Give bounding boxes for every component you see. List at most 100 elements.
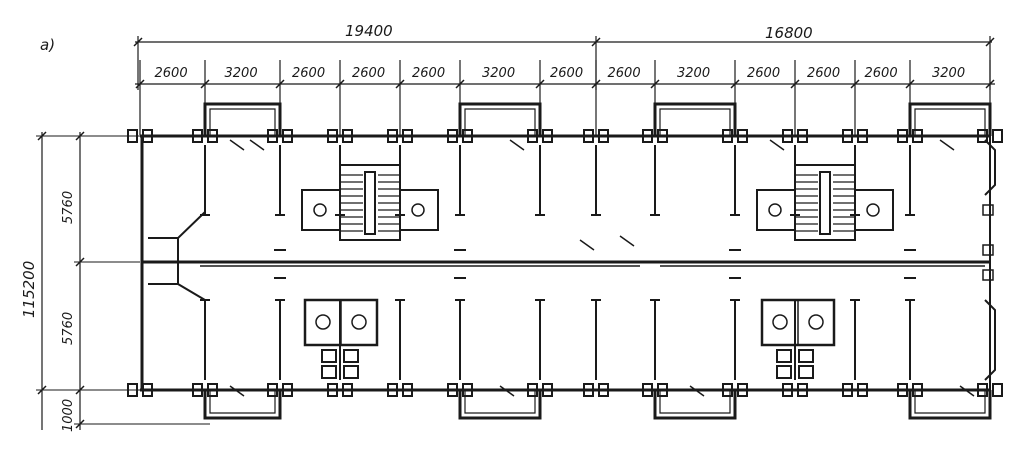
door-swing <box>619 235 635 247</box>
column-mark <box>797 129 808 143</box>
column-mark <box>657 129 668 143</box>
column-mark <box>797 383 808 397</box>
column-mark <box>583 129 594 143</box>
column-mark <box>977 129 988 143</box>
door-swing <box>579 239 595 251</box>
column-mark <box>527 383 538 397</box>
dim-left-lower: 5760 <box>61 312 76 345</box>
column-mark <box>737 383 748 397</box>
column-mark <box>387 129 398 143</box>
dim-tick <box>790 79 800 89</box>
loggia-top-inner <box>659 108 731 136</box>
dim-tick <box>135 79 145 89</box>
column-mark <box>327 129 338 143</box>
loggia-top <box>653 102 737 136</box>
dim-total-right: 16800 <box>765 24 813 42</box>
column-mark <box>327 383 338 397</box>
door-swing <box>769 139 785 151</box>
column-mark <box>387 383 398 397</box>
bay-dimension-label: 2600 <box>550 66 583 81</box>
loggia-bottom-inner <box>659 390 731 414</box>
door-swing <box>689 385 705 397</box>
dim-left-upper: 5760 <box>61 191 76 224</box>
column-mark <box>842 129 853 143</box>
dim-tick <box>455 79 465 89</box>
column-mark <box>192 129 203 143</box>
column-mark <box>282 129 293 143</box>
bay-dimension-label: 2600 <box>865 66 898 81</box>
stair-core-left <box>301 164 439 241</box>
loggia-bottom-inner <box>209 390 276 414</box>
balconies <box>203 102 992 420</box>
dim-tick <box>275 79 285 89</box>
dim-tick <box>650 79 660 89</box>
loggia-bottom <box>653 390 737 420</box>
loggia-top-inner <box>209 108 276 136</box>
door-swing <box>249 139 265 151</box>
loggia-bottom <box>458 390 542 420</box>
bay-dimension-label: 3200 <box>482 66 515 81</box>
column-mark <box>402 383 413 397</box>
door-swing <box>509 139 525 151</box>
column-mark <box>127 129 138 143</box>
stair-core-right <box>756 164 894 241</box>
column-mark <box>977 383 988 397</box>
column-mark <box>912 129 923 143</box>
bay-dimension-label: 2600 <box>807 66 840 81</box>
column-mark <box>267 383 278 397</box>
dim-tick <box>850 79 860 89</box>
loggia-top <box>908 102 992 136</box>
bay-dimension-label: 2600 <box>292 66 325 81</box>
column-mark <box>142 383 153 397</box>
loggia-top <box>458 102 542 136</box>
dim-tick <box>335 79 345 89</box>
bay-dimension-label: 3200 <box>932 66 965 81</box>
loggia-top-inner <box>914 108 986 136</box>
column-mark <box>598 383 609 397</box>
loggia-bottom-inner <box>464 390 536 414</box>
column-mark <box>842 383 853 397</box>
bay-dimension-label: 3200 <box>677 66 710 81</box>
bath-core-lower-right <box>760 298 836 379</box>
column-mark <box>912 383 923 397</box>
column-mark <box>342 129 353 143</box>
bath-core-lower-left <box>303 298 379 379</box>
dim-tick <box>905 79 915 89</box>
top-overall-dimension: 19400 16800 <box>133 22 995 90</box>
entrance-porch <box>148 211 206 301</box>
column-mark <box>207 129 218 143</box>
left-dimension: 115200 5760 5760 1000 <box>20 131 210 432</box>
dim-tick <box>985 79 995 89</box>
column-mark <box>782 129 793 143</box>
column-mark <box>857 383 868 397</box>
figure-label: a) <box>40 36 55 54</box>
loggia-bottom <box>203 390 282 420</box>
column-mark <box>342 383 353 397</box>
right-end-wall-detail <box>982 139 996 381</box>
dim-total-left: 19400 <box>345 22 393 40</box>
dim-tick <box>591 79 601 89</box>
column-mark <box>857 129 868 143</box>
column-mark <box>127 383 138 397</box>
column-mark <box>527 129 538 143</box>
column-mark <box>207 383 218 397</box>
column-mark <box>992 129 1003 143</box>
column-mark <box>192 383 203 397</box>
bay-dimension-label: 2600 <box>352 66 385 81</box>
column-mark <box>782 383 793 397</box>
column-mark <box>897 129 908 143</box>
interior-partitions <box>200 139 975 397</box>
column-mark <box>642 129 653 143</box>
dim-tick <box>730 79 740 89</box>
column-mark <box>462 383 473 397</box>
door-swing <box>229 139 245 151</box>
column-mark <box>267 129 278 143</box>
column-mark <box>447 129 458 143</box>
column-mark <box>657 383 668 397</box>
column-mark <box>722 383 733 397</box>
column-mark <box>542 129 553 143</box>
column-mark <box>282 383 293 397</box>
column-mark <box>737 129 748 143</box>
